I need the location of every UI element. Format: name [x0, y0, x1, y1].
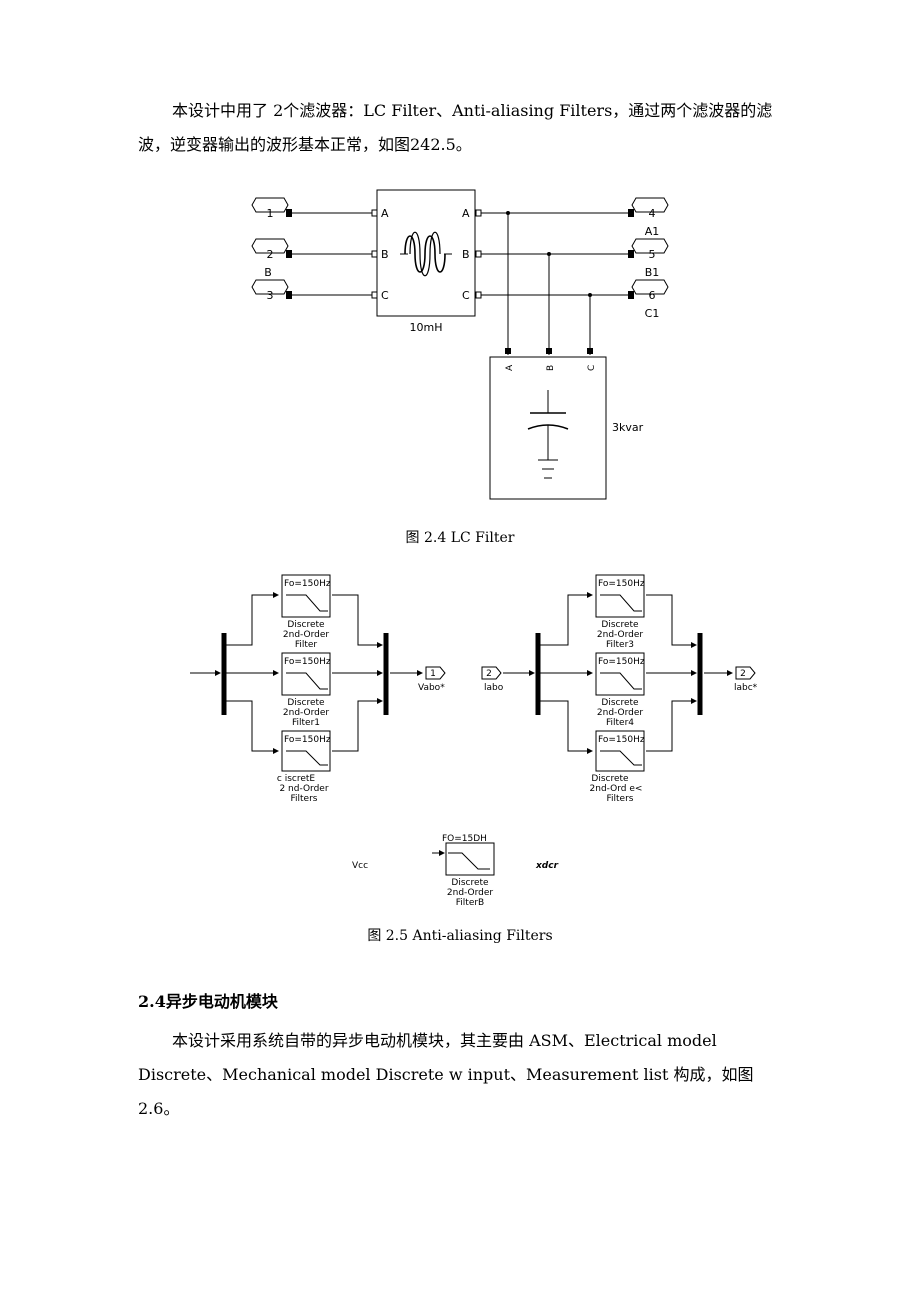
cap-pin-b: B [546, 365, 556, 371]
inductor-block [376, 189, 476, 317]
right-in-port-label: labo [484, 683, 504, 693]
right-out-port-number: 2 [740, 669, 746, 679]
left-filter-2-param: Fo=150Hz [284, 657, 331, 667]
left-filter-2-box [281, 652, 331, 696]
out-label-a1: A1 [645, 225, 660, 238]
right-filter-1-name-1: Discrete [601, 620, 639, 630]
bottom-filter-box [445, 842, 495, 876]
bottom-filter-name-1: Discrete [451, 878, 489, 888]
inductor-pin-right-c: C [462, 289, 470, 302]
bottom-filter-param: FO=15DH [442, 834, 487, 844]
right-filter-2-box [595, 652, 645, 696]
left-out-port-label: Vabo* [418, 683, 445, 693]
inductor-pin-right-b: B [462, 248, 470, 261]
right-filter-1-name-2: 2nd-Order [597, 630, 644, 640]
lc-filter-diagram: 1 2 3 B A B C A B C 10mH 4 5 6 A1 B1 C1 … [251, 189, 669, 500]
right-filter-3-param: Fo=150Hz [598, 735, 645, 745]
bottom-filter-name-3: FilterB [456, 898, 484, 908]
in-port-2-shape [251, 238, 289, 254]
out-label-c1: C1 [645, 307, 660, 320]
right-in-port-number: 2 [486, 669, 492, 679]
out-label-b1: B1 [645, 266, 660, 279]
right-in-port-shape [481, 666, 502, 680]
capacitor-value: 3kvar [612, 421, 644, 434]
left-filter-1-name-2: 2nd-Order [283, 630, 330, 640]
inductor-pin-left-c: C [381, 289, 389, 302]
out-port-6-shape [631, 279, 669, 295]
right-filter-3-name-1: Discrete [591, 774, 629, 784]
out-port-4-shape [631, 197, 669, 213]
bottom-right-text: xdcr [535, 861, 559, 871]
body-text: 本设计采用系统自带的异步电动机模块，其主要由 ASM、Electrical mo… [138, 1031, 754, 1118]
inductor-pin-right-a: A [462, 207, 470, 220]
intro-paragraph: 本设计中用了 2个滤波器：LC Filter、Anti-aliasing Fil… [138, 94, 798, 162]
right-out-port-shape [735, 666, 756, 680]
right-filter-3-name-2: 2nd-Ord e< [590, 784, 643, 794]
left-filter-1-name-3: Filter [295, 640, 318, 650]
left-out-port-number: 1 [430, 669, 436, 679]
right-out-port-label: labc* [734, 683, 758, 693]
left-filter-1-name-1: Discrete [287, 620, 325, 630]
left-filter-3-box [281, 730, 331, 772]
out-port-5-shape [631, 238, 669, 254]
right-filter-3-name-3: Filters [607, 794, 634, 804]
right-filter-1-param: Fo=150Hz [598, 579, 645, 589]
left-filter-3-param: Fo=150Hz [284, 735, 331, 745]
bottom-filter-name-2: 2nd-Order [447, 888, 494, 898]
in-port-3-label: 3 [267, 289, 274, 302]
body-paragraph: 本设计采用系统自带的异步电动机模块，其主要由 ASM、Electrical mo… [138, 1024, 798, 1126]
inductor-pin-left-a: A [381, 207, 389, 220]
capacitor-block [489, 356, 607, 500]
left-filter-3-name-1: c iscretE [277, 774, 316, 784]
right-filter-1-name-3: Filter3 [606, 640, 634, 650]
in-port-b-name: B [264, 266, 272, 279]
intro-text: 本设计中用了 2个滤波器：LC Filter、Anti-aliasing Fil… [138, 101, 773, 154]
in-port-1-label: 1 [267, 207, 274, 220]
bottom-left-text: Vcc [352, 861, 368, 871]
left-filter-2-name-1: Discrete [287, 698, 325, 708]
in-port-2-label: 2 [267, 248, 274, 261]
right-filter-1-box [595, 574, 645, 618]
right-filter-2-name-3: Filter4 [606, 718, 634, 728]
right-filter-3-box [595, 730, 645, 772]
cap-pin-c: C [587, 365, 597, 371]
figure-2-4-caption: 图 2.4 LC Filter [405, 530, 515, 546]
right-filter-2-name-1: Discrete [601, 698, 639, 708]
cap-pin-a: A [505, 364, 515, 371]
right-filter-2-param: Fo=150Hz [598, 657, 645, 667]
left-filter-2-name-3: Filter1 [292, 718, 320, 728]
inductor-value: 10mH [410, 321, 443, 334]
left-filter-3-name-3: Filters [291, 794, 318, 804]
out-port-5-label: 5 [649, 248, 656, 261]
left-filter-1-box [281, 574, 331, 618]
inductor-pin-left-b: B [381, 248, 389, 261]
figure-2-5-caption: 图 2.5 Anti-aliasing Filters [367, 928, 553, 944]
section-heading: 2.4异步电动机模块 [138, 992, 278, 1011]
anti-aliasing-diagram: Fo=150Hz Fo=150Hz Fo=150Hz Discrete 2nd-… [190, 574, 758, 908]
left-filter-3-name-2: 2 nd-Order [279, 784, 328, 794]
right-filter-2-name-2: 2nd-Order [597, 708, 644, 718]
inductor-coil [404, 235, 446, 273]
in-port-3-shape [251, 279, 289, 295]
out-port-6-label: 6 [649, 289, 656, 302]
in-port-1-shape [251, 197, 289, 213]
left-filter-2-name-2: 2nd-Order [283, 708, 330, 718]
left-filter-1-param: Fo=150Hz [284, 579, 331, 589]
left-out-port-shape [425, 666, 446, 680]
out-port-4-label: 4 [649, 207, 656, 220]
